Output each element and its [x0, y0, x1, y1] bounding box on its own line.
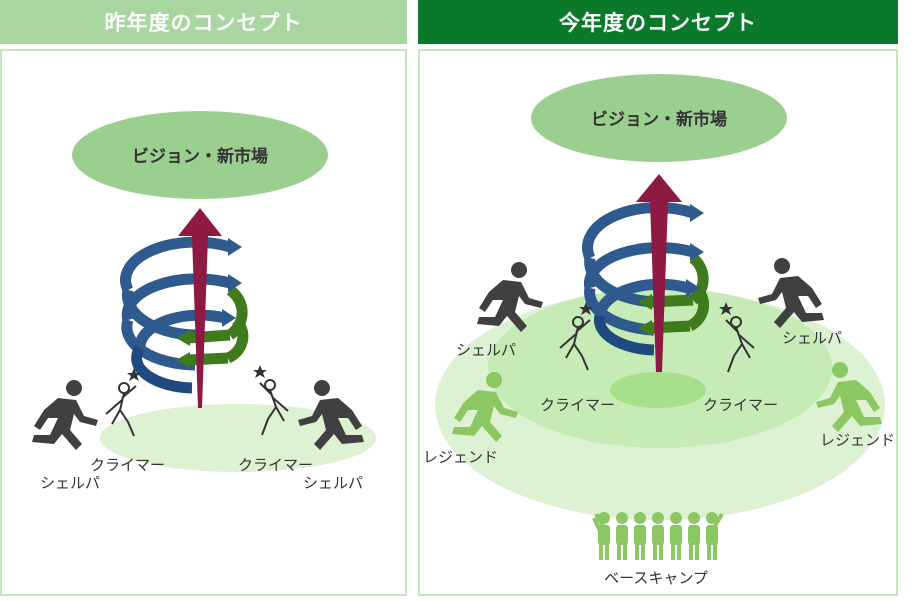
vision-ellipse: [531, 74, 787, 162]
growth-arrow: [636, 174, 682, 372]
person-label: クライマー: [90, 456, 165, 474]
person-label: シェルパ: [456, 341, 516, 359]
spiral-icon: [582, 202, 710, 356]
vision-label: ビジョン・新市場: [132, 146, 268, 167]
runner-icon: [298, 380, 364, 450]
person-label: クライマー: [540, 396, 615, 414]
center-pad: [610, 372, 706, 408]
runner-icon: [816, 362, 882, 432]
person-label: シェルパ: [40, 474, 100, 492]
runner-icon: [477, 262, 543, 332]
left-diagram: ビジョン・新市場 シェルパ: [32, 111, 376, 492]
person-label: レジェンド: [820, 431, 895, 449]
runner-icon: [32, 380, 98, 450]
person-label: クライマー: [238, 456, 313, 474]
vision-label: ビジョン・新市場: [591, 109, 727, 130]
climber-icon: [559, 302, 593, 371]
left-panel: 昨年度のコンセプト ビジョン・新市場: [0, 0, 407, 602]
spiral-icon: [120, 236, 249, 394]
person-label: シェルパ: [782, 329, 842, 347]
spiral-arrowheads: [638, 204, 704, 336]
spiral-arrowheads: [176, 238, 242, 368]
climber-icon: [105, 368, 141, 437]
vision-ellipse: [72, 111, 328, 199]
left-panel-title: 昨年度のコンセプト: [0, 0, 407, 44]
person-label: ベースキャンプ: [604, 569, 708, 587]
runner-icon: [452, 372, 518, 442]
left-panel-frame: [0, 49, 407, 596]
right-panel-frame: [418, 49, 898, 596]
climber-icon: [253, 365, 289, 436]
group-icon: [592, 512, 724, 560]
person-label: シェルパ: [303, 474, 363, 492]
runner-icon: [758, 258, 824, 328]
person-label: レジェンド: [423, 448, 498, 466]
climber-icon: [719, 302, 755, 373]
person-label: クライマー: [703, 396, 778, 414]
right-panel: 今年度のコンセプト ビジョン・新市場: [418, 0, 898, 602]
growth-arrow: [178, 208, 222, 408]
right-panel-title: 今年度のコンセプト: [418, 0, 898, 44]
right-diagram: ビジョン・新市場 シェルパ: [423, 74, 895, 587]
